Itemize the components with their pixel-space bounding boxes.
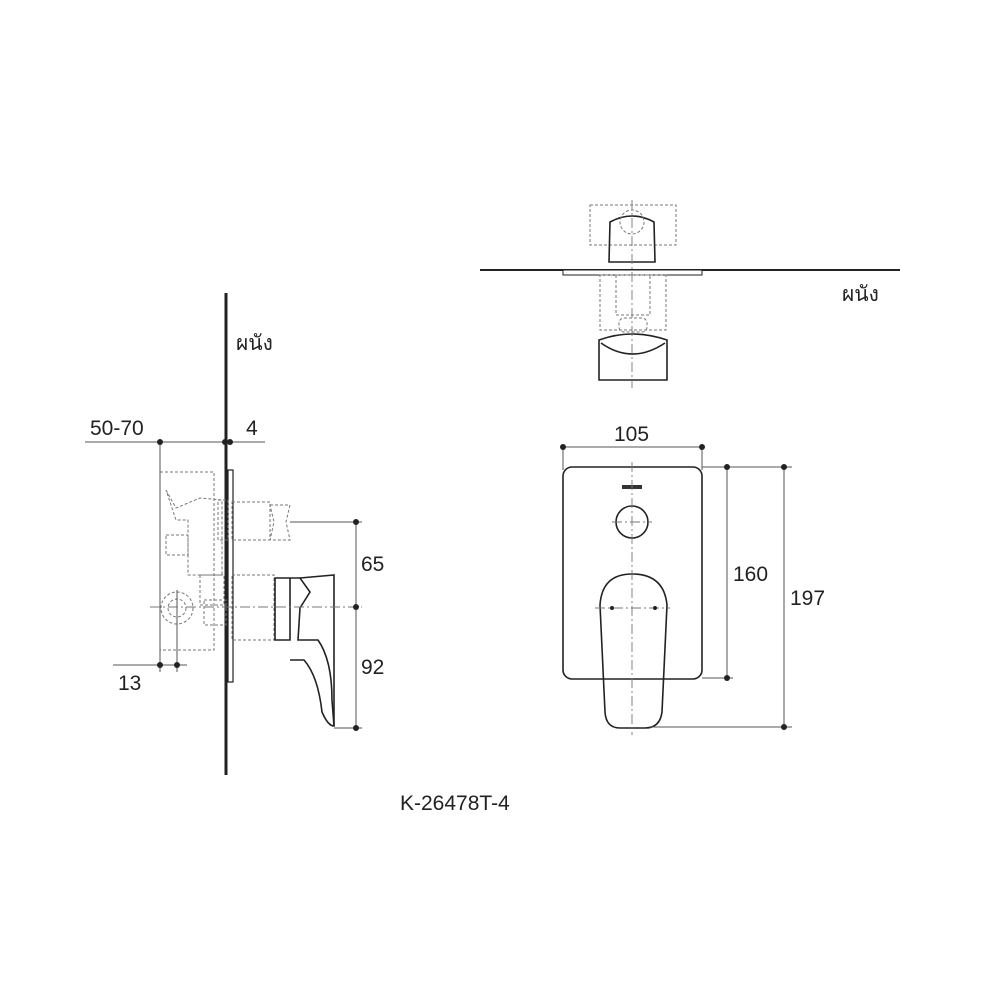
front-view: [560, 444, 792, 735]
side-view: [85, 293, 362, 775]
dim-plate-width: 105: [614, 423, 650, 446]
dim-upper-outlet-offset: 65: [361, 553, 385, 576]
dim-plate-thickness: 4: [246, 417, 258, 440]
dim-inlet-offset: 13: [118, 672, 142, 695]
dim-rough-in-depth: 50-70: [90, 417, 144, 440]
model-number: K-26478T-4: [400, 792, 510, 815]
valve-body-hidden: [159, 471, 229, 651]
cover-plate-front: [562, 466, 703, 680]
diverter-knob-hidden: [231, 501, 291, 541]
top-view: [480, 200, 900, 388]
cover-plate-side: [227, 469, 234, 683]
wall-label-side: ผนัง: [236, 332, 273, 355]
dim-plate-height: 160: [733, 563, 769, 586]
cover-plate-top: [562, 269, 703, 276]
wall-label-top: ผนัง: [842, 283, 879, 306]
lever-handle-front: [599, 573, 668, 729]
dim-handle-drop: 92: [361, 656, 385, 679]
lever-handle-side: [274, 577, 335, 727]
dim-overall-height: 197: [790, 587, 826, 610]
